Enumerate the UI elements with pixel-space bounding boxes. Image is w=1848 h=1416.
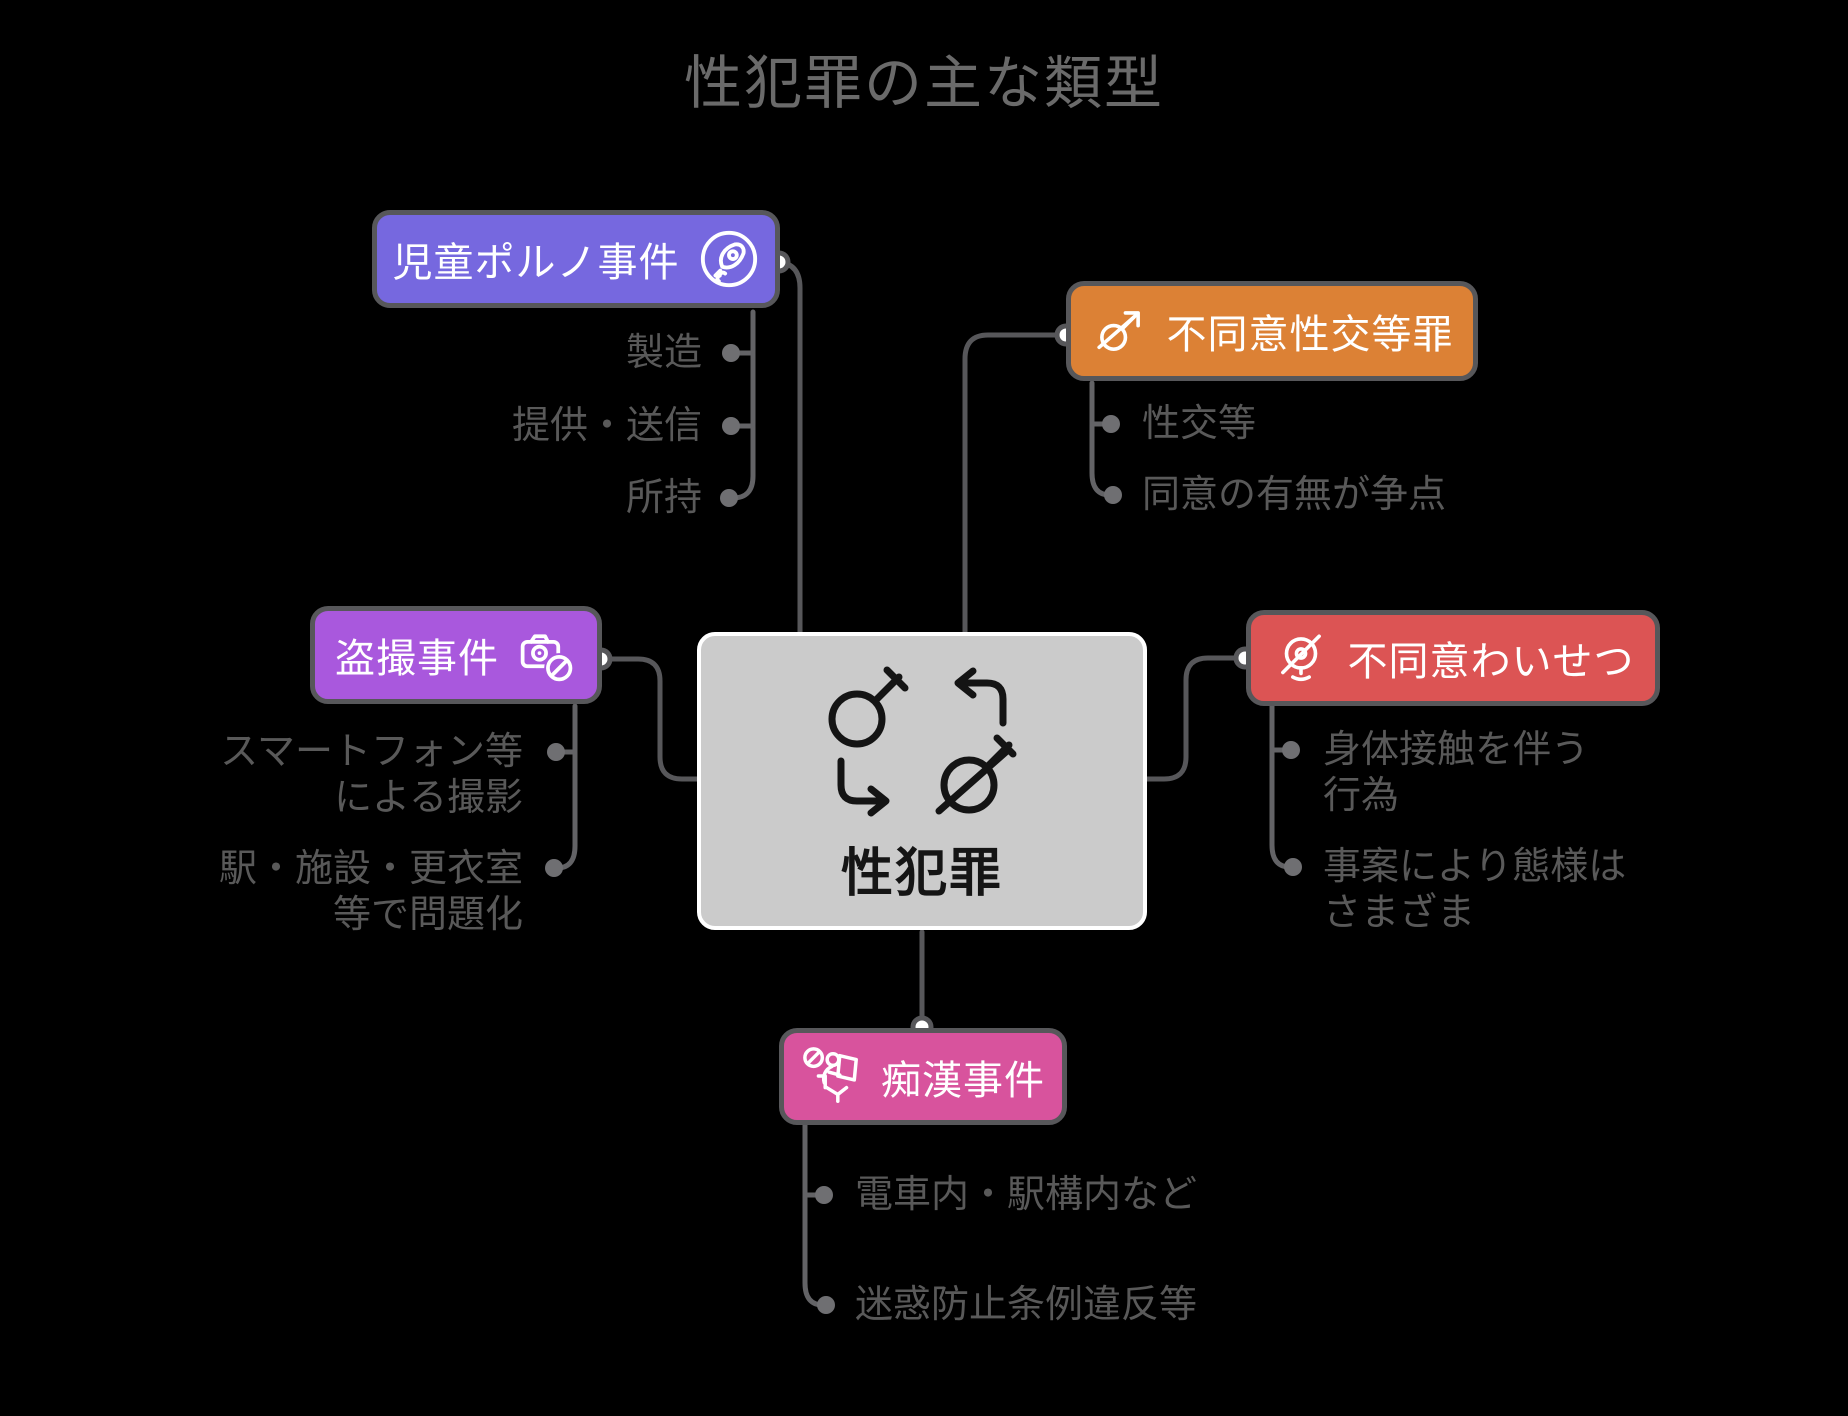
child-label: 身体接触を伴う 行為 (1323, 729, 1590, 817)
child-label: 所持 (625, 477, 702, 519)
child-label: 製造 (625, 332, 702, 374)
page-title: 性犯罪の主な類型 (683, 51, 1164, 116)
node-nonconsensual-indecency: 不同意わいせつ (1246, 610, 1660, 706)
child-label: 同意の有無が争点 (1142, 474, 1447, 516)
branch-line-seiko (1089, 380, 1113, 498)
branch-dot (1284, 858, 1302, 876)
child-label: スマートフォン等 による撮影 (220, 731, 523, 819)
branch-dot (720, 489, 738, 507)
connector-jido-center (776, 259, 803, 637)
groping-ban-icon (803, 1046, 858, 1103)
center-node-label: 性犯罪 (840, 844, 1003, 903)
node-label: 痴漢事件 (881, 1058, 1045, 1103)
node-label: 不同意わいせつ (1347, 640, 1635, 684)
camera-ban-icon (520, 634, 575, 684)
branch-dot (1102, 415, 1120, 433)
branch-dot (1104, 486, 1122, 504)
rocket-circle-icon (700, 230, 757, 288)
node-label: 不同意性交等罪 (1166, 313, 1454, 357)
node-label: 児童ポルノ事件 (392, 241, 680, 285)
node-child-porn: 児童ポルノ事件 (372, 210, 780, 308)
gender-cycle-icon (828, 666, 1017, 816)
branch-line-jido (730, 309, 756, 501)
child-label: 性交等 (1142, 403, 1257, 445)
connector-tosatsu-center (598, 656, 702, 782)
branch-dot (1282, 741, 1300, 759)
branch-dot (817, 1296, 835, 1314)
center-node-sex-crime: 性犯罪 (697, 632, 1147, 930)
branch-line-chikan (802, 1122, 826, 1308)
child-label: 提供・送信 (511, 405, 702, 447)
connector-seiko-center (962, 332, 1069, 637)
branch-dot (722, 344, 740, 362)
branch-dot (545, 859, 563, 877)
node-groping: 痴漢事件 (779, 1028, 1067, 1125)
branch-dot (547, 743, 565, 761)
child-label: 事案により態様は さまざま (1323, 846, 1627, 934)
node-label: 盗撮事件 (335, 637, 499, 681)
webcam-slash-icon (1280, 634, 1321, 682)
child-label: 駅・施設・更衣室 等で問題化 (218, 848, 523, 936)
mars-slash-icon (1096, 311, 1140, 351)
branch-line-tosatsu (554, 703, 578, 871)
branch-line-waisetsu (1269, 703, 1293, 870)
child-label: 電車内・駅構内など (855, 1174, 1198, 1216)
branch-dot (722, 417, 740, 435)
connector-waisetsu-center (1144, 655, 1248, 782)
child-label: 迷惑防止条例違反等 (855, 1284, 1198, 1326)
node-nonconsensual-intercourse: 不同意性交等罪 (1066, 281, 1478, 381)
node-voyeur-filming: 盗撮事件 (310, 606, 602, 704)
branch-dot (815, 1186, 833, 1204)
